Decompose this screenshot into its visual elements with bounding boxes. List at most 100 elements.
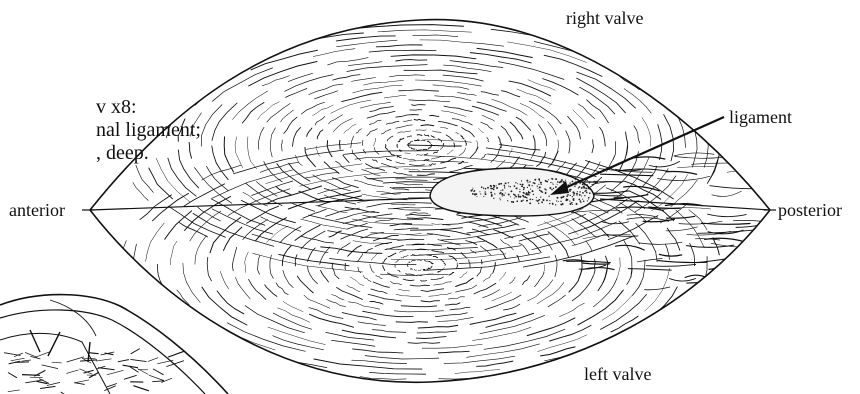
growth-line [601,174,653,176]
growth-line [491,29,573,45]
growth-line [397,144,398,147]
growth-line [396,125,413,128]
growth-line [413,35,458,37]
growth-line [421,125,434,126]
growth-line [456,285,477,292]
growth-line [410,212,428,213]
growth-line [529,101,561,124]
stipple-dot [476,196,477,197]
stipple-dot [518,196,520,198]
growth-line [417,174,434,176]
stipple-dot [560,201,561,202]
specimen-stroke [75,383,85,385]
stipple-dot [490,186,492,188]
stipple-dot [528,192,530,194]
specimen-stroke [168,351,184,357]
growth-line [398,131,411,133]
growth-line [375,219,393,222]
growth-line [386,248,477,250]
stipple-dot [555,204,556,205]
stipple-dot [493,187,495,189]
growth-line [441,111,466,117]
growth-line [578,290,624,325]
growth-line [469,260,470,268]
stipple-dot [538,199,540,201]
growth-line [671,180,698,207]
growth-line [485,295,521,310]
stipple-dot [504,187,505,188]
growth-line [268,327,326,345]
commissure-line-posterior [600,199,770,210]
growth-line [195,236,207,265]
growth-line [642,118,651,147]
growth-line [443,75,483,81]
growth-line [367,111,395,118]
stipple-dot [503,194,505,196]
growth-line [545,340,612,361]
growth-line [422,344,482,348]
growth-line [407,145,461,146]
growth-line [282,140,283,151]
growth-line [487,137,489,142]
stipple-dot [545,180,547,182]
growth-line [264,162,282,182]
stipple-dot [499,198,500,199]
growth-line [430,115,439,116]
growth-line [332,263,339,279]
growth-line [408,146,410,148]
growth-line [455,370,500,374]
stipple-dot [560,197,562,199]
specimen-stroke [133,386,149,391]
stipple-dot [514,194,516,196]
growth-line [212,146,228,180]
growth-line [474,283,496,294]
growth-line [365,176,383,181]
growth-line [613,60,654,82]
growth-line [482,154,487,158]
stipple-dot [579,194,581,196]
growth-line [403,158,415,160]
growth-line [501,126,512,141]
stipple-dot [479,191,480,192]
growth-line [414,119,425,120]
stipple-dot [473,191,474,192]
growth-line [461,135,464,139]
stipple-dot [541,184,542,185]
stipple-dot [539,186,541,188]
stipple-dot [516,187,517,188]
growth-line [424,154,427,155]
growth-line [358,322,386,326]
growth-line [391,204,415,205]
growth-line [409,100,450,102]
stipple-dot [504,185,506,187]
stipple-dot [528,185,530,187]
growth-line [370,372,426,374]
growth-line [375,147,380,154]
growth-line [348,62,382,66]
stipple-dot [551,189,553,191]
stipple-dot [545,192,547,194]
stipple-dot [573,198,574,199]
stipple-dot [480,193,481,194]
growth-line [398,239,424,240]
growth-line [212,209,273,234]
stipple-dot [572,196,573,197]
growth-line [234,150,344,174]
specimen-stroke [22,360,31,361]
growth-line [590,212,609,224]
growth-line [416,140,420,141]
stipple-dot [549,203,550,204]
posterior-label: posterior [778,201,842,219]
growth-line [399,90,439,91]
stipple-dot [567,199,568,200]
growth-line [150,288,186,326]
figure-caption-fragment: v x8: nal ligament; , deep. [96,96,136,166]
growth-line [281,110,294,122]
stipple-dot [572,181,574,183]
growth-line [396,184,423,185]
stipple-dot [510,196,511,197]
growth-line [163,46,227,79]
specimen-stroke [149,375,164,380]
growth-line [677,166,714,167]
growth-line [168,158,196,196]
